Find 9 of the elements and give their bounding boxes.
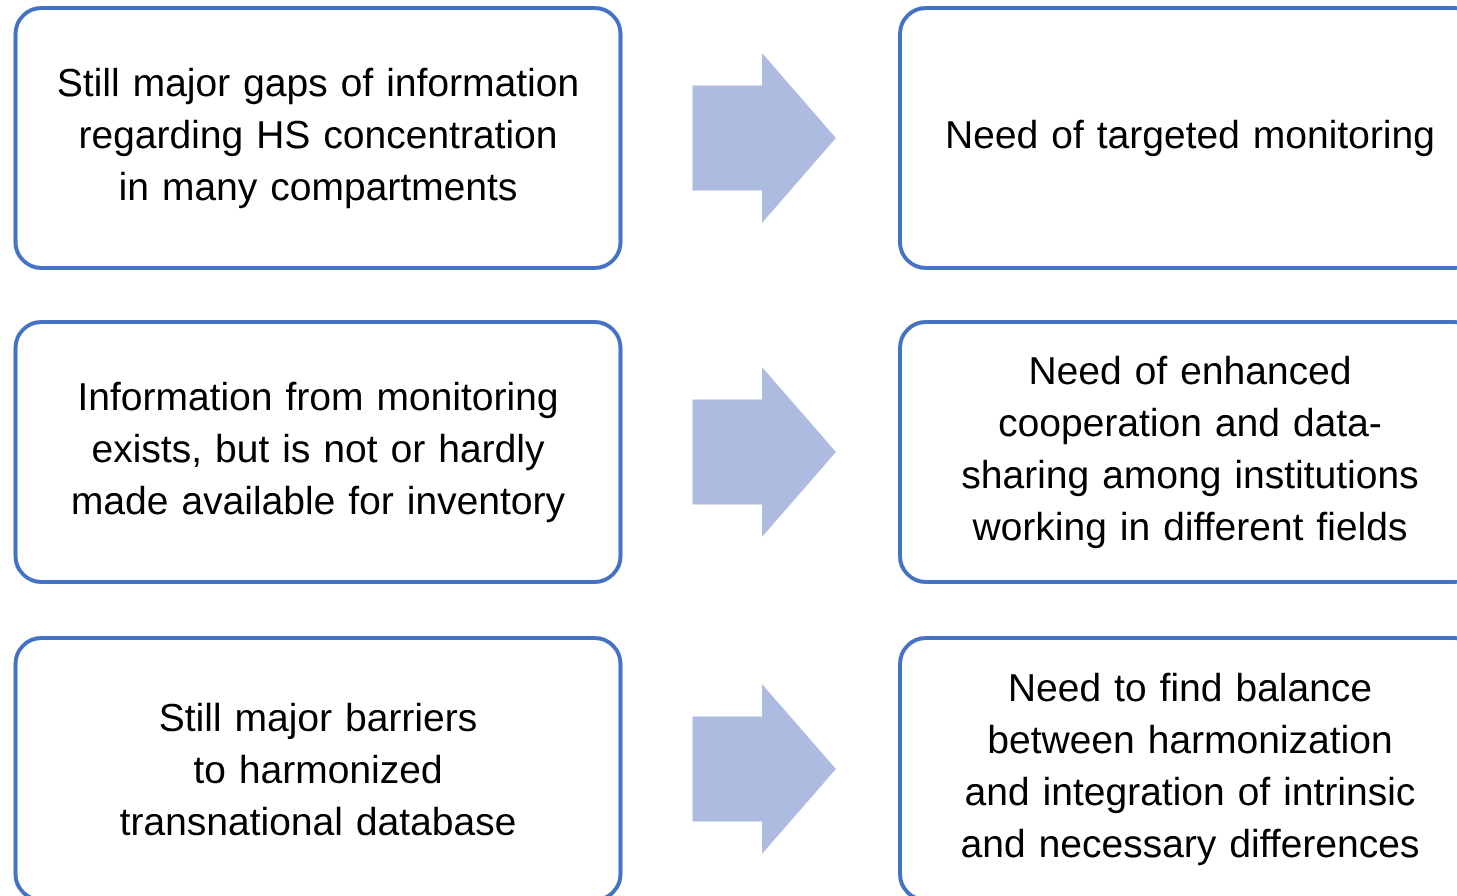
text-box: Information from monitoring exists, but is not or hardly made available for inventory [13,320,623,584]
text-box: Need to find balance between harmonization and integration of intrinsic and necessary differences [898,636,1457,896]
text-box: Still major gaps of information regarding HS concentration in many compartments [13,6,623,270]
text-box: Need of enhanced cooperation and data-sharing among institutions working in different fields [898,320,1457,584]
text-box: Still major barriers to harmonized transnational database [13,636,623,896]
block-arrow [692,53,836,223]
text-box: Need of targeted monitoring [898,6,1457,270]
block-arrow [692,367,836,537]
block-arrow [692,684,836,854]
